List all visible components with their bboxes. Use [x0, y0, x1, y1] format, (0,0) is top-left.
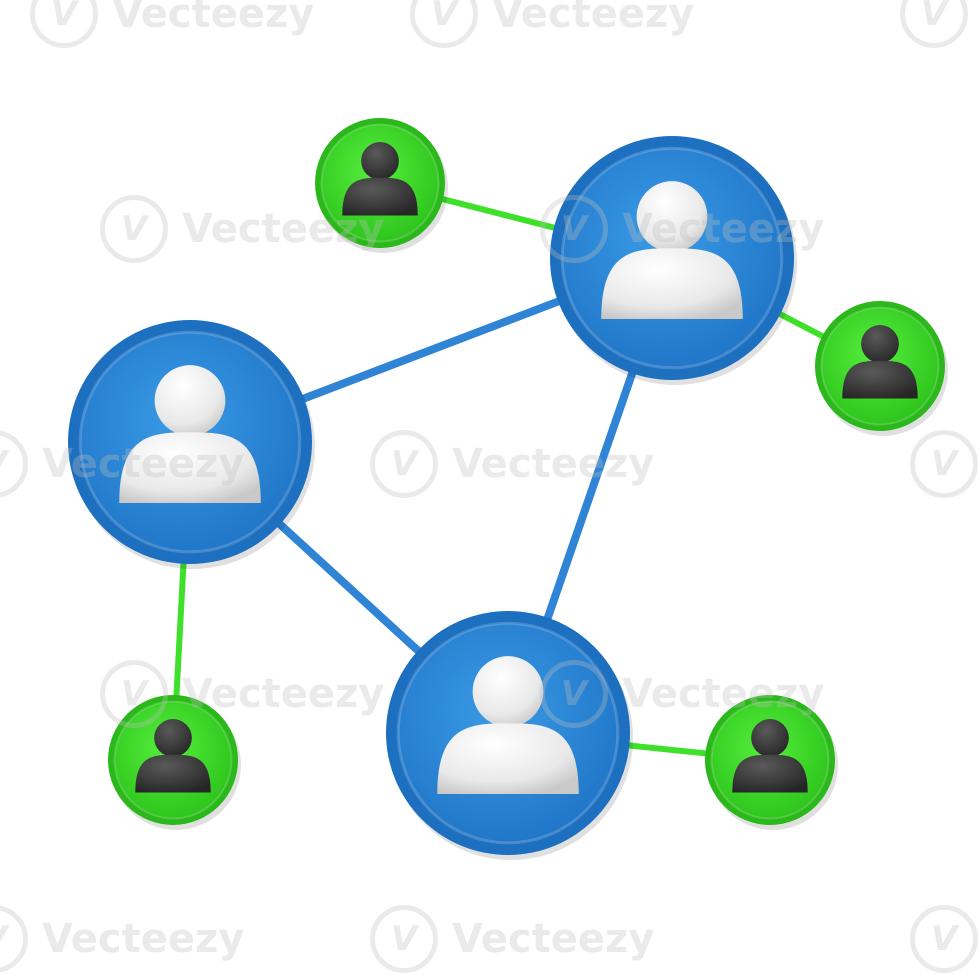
user-icon-head: [861, 325, 899, 363]
contact-node-contact-bottom-left[interactable]: [108, 695, 241, 830]
user-icon: [437, 656, 579, 794]
user-icon-head: [472, 656, 544, 727]
user-icon-body: [732, 754, 808, 793]
node-ring: [396, 621, 620, 845]
user-icon-body: [437, 723, 579, 794]
user-icon: [732, 719, 808, 793]
user-icon: [119, 365, 261, 503]
user-icon-body: [601, 248, 743, 319]
node-ring: [320, 123, 440, 243]
user-icon: [135, 719, 211, 793]
node-ring: [820, 306, 940, 426]
node-ring: [113, 700, 233, 820]
user-icon: [342, 142, 418, 216]
user-icon-head: [751, 719, 789, 757]
user-icon-body: [342, 177, 418, 216]
user-icon: [842, 325, 918, 399]
user-icon-body: [135, 754, 211, 793]
user-icon-body: [119, 432, 261, 503]
node-ring: [710, 700, 830, 820]
contact-node-contact-top[interactable]: [315, 118, 448, 253]
user-node-user-top-right[interactable]: [550, 136, 797, 385]
contact-node-contact-right[interactable]: [815, 301, 948, 436]
user-icon-head: [154, 365, 226, 436]
node-ring: [560, 146, 784, 370]
user-icon-head: [154, 719, 192, 757]
user-icon-body: [842, 360, 918, 399]
contact-node-contact-bottom-right[interactable]: [705, 695, 838, 830]
user-node-user-left[interactable]: [68, 320, 315, 569]
user-icon-head: [361, 142, 399, 180]
user-icon: [601, 181, 743, 319]
node-ring: [78, 330, 302, 554]
user-icon-head: [636, 181, 708, 252]
user-node-user-bottom[interactable]: [386, 611, 633, 860]
